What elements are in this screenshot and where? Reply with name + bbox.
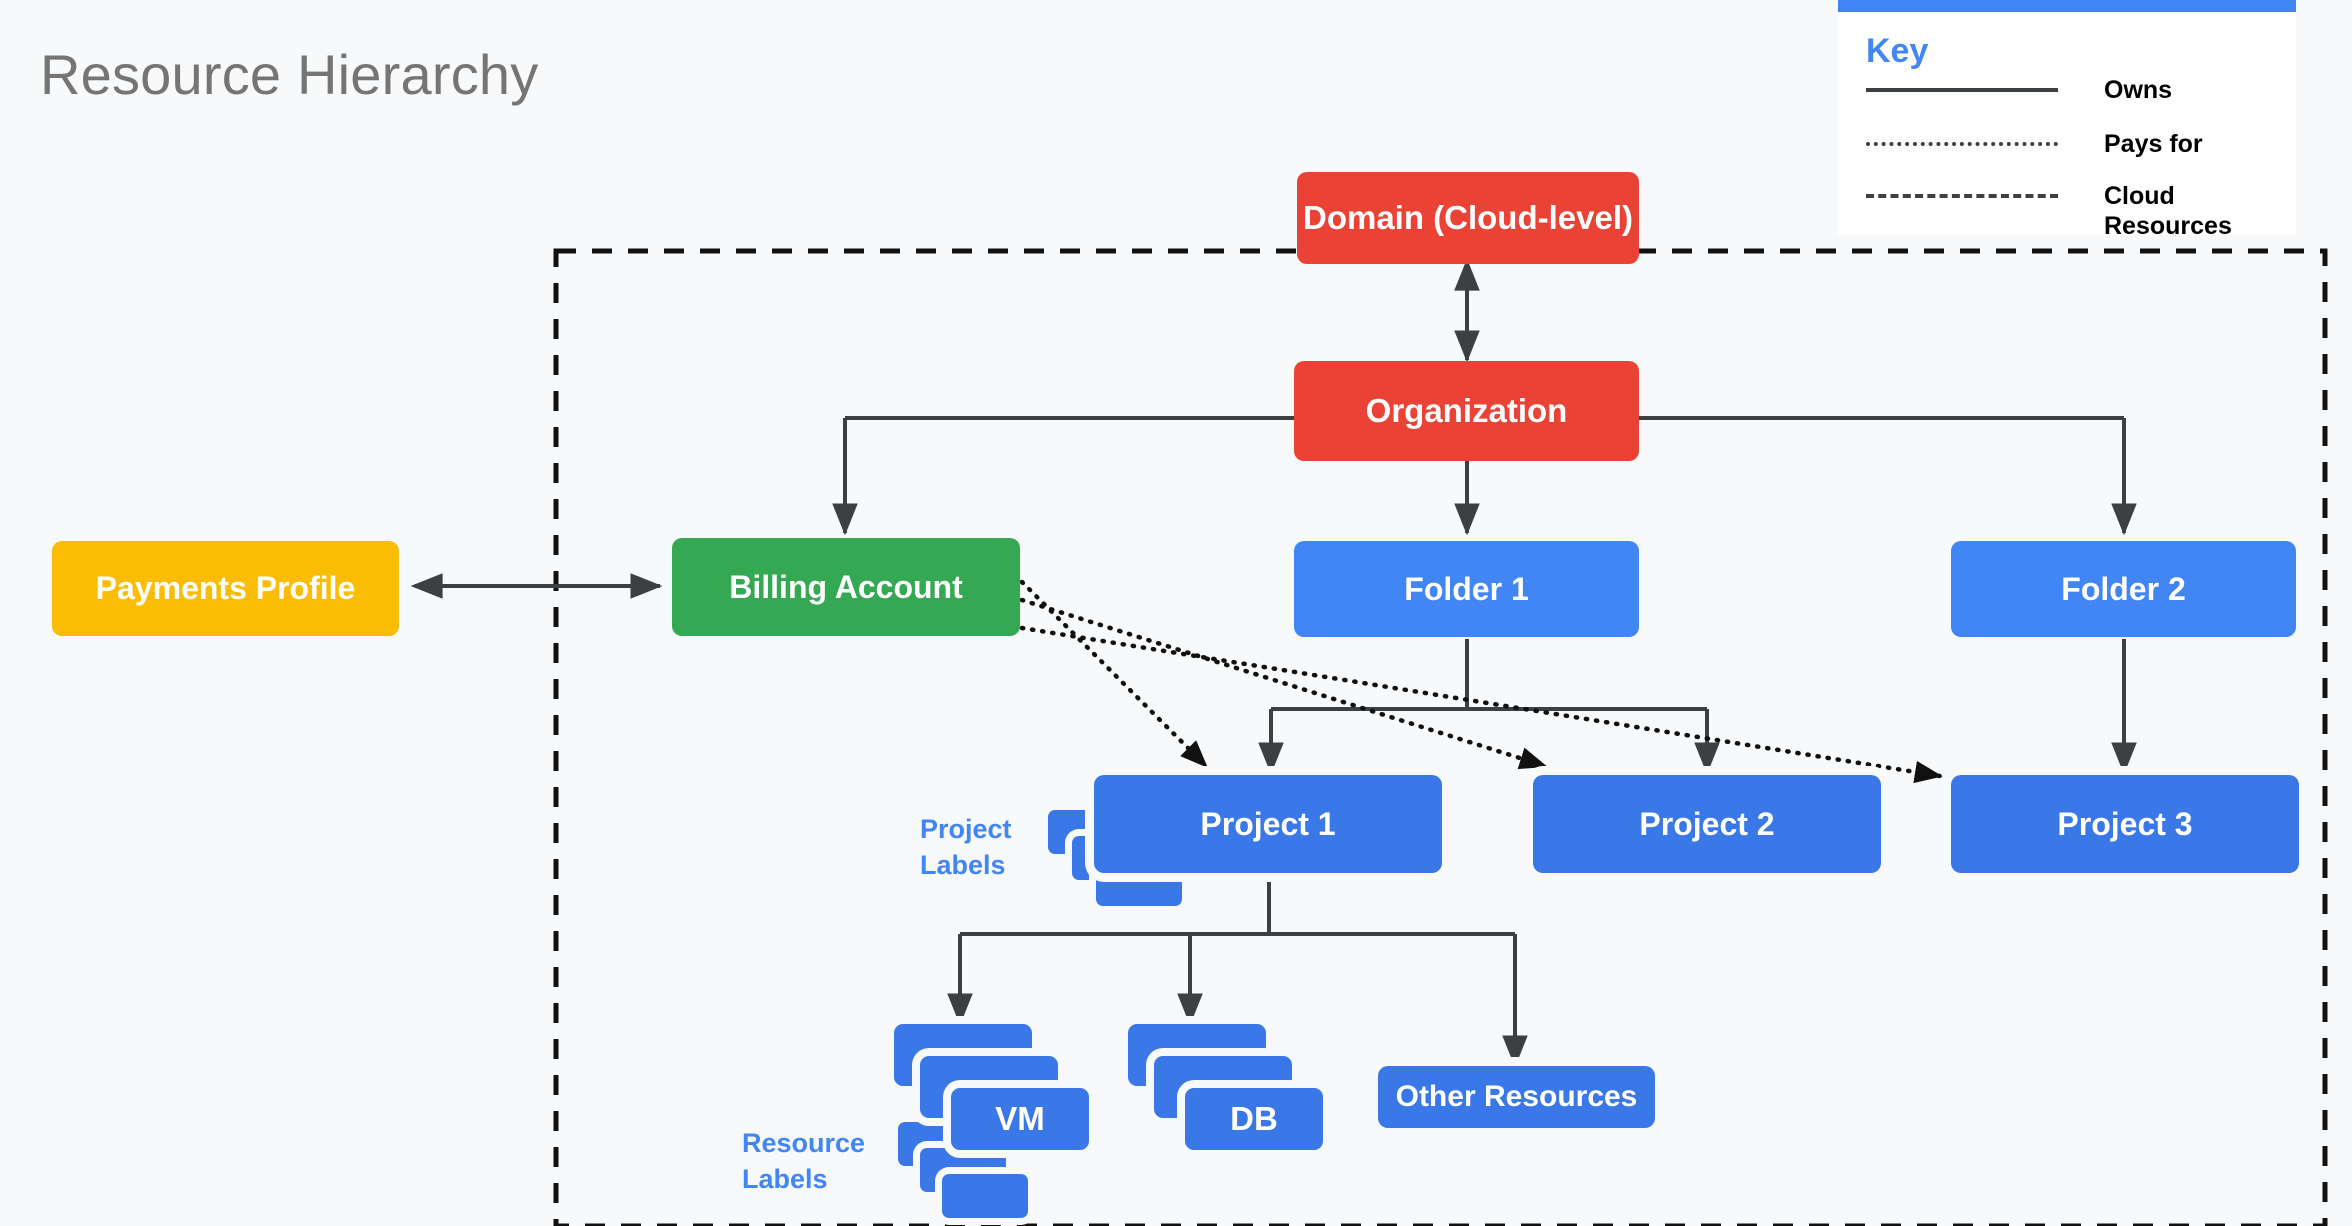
node-db[interactable]: DB [1185,1088,1323,1150]
key-accent-bar [1838,0,2296,12]
node-project-1-label: Project 1 [1200,805,1336,842]
node-project-2-label: Project 2 [1639,805,1775,842]
node-vm[interactable]: VM [951,1088,1089,1150]
node-payments-profile[interactable]: Payments Profile [52,541,399,636]
node-folder-1-label: Folder 1 [1404,570,1529,607]
node-vm-label: VM [995,1100,1045,1137]
key-title: Key [1866,32,1929,70]
key-panel: Key Owns Pays for Cloud Resources [1838,0,2296,240]
node-domain[interactable]: Domain (Cloud-level) [1297,172,1639,264]
node-folder-2[interactable]: Folder 2 [1951,541,2296,637]
node-billing-account-label: Billing Account [729,568,963,605]
key-sample-solid-line [1866,74,2058,108]
edge-billing-project1 [1019,579,1209,769]
resource-label-tag-3 [942,1174,1028,1218]
key-label-owns: Owns [2104,76,2173,104]
key-sample-dashed-line [1866,180,2058,214]
node-billing-account[interactable]: Billing Account [672,538,1020,636]
key-label-cloud-resources: Cloud Resources [2104,182,2232,240]
node-folder-1[interactable]: Folder 1 [1294,541,1639,637]
node-db-label: DB [1230,1100,1278,1137]
node-domain-label: Domain (Cloud-level) [1302,199,1634,237]
node-folder-2-label: Folder 2 [2061,570,2186,607]
key-row-cloud-resources: Cloud Resources [1866,180,2282,240]
node-other-resources-label: Other Resources [1395,1079,1638,1113]
node-project-2[interactable]: Project 2 [1533,775,1881,873]
node-other-resources[interactable]: Other Resources [1378,1066,1655,1128]
edge-billing-project2 [1019,597,1548,770]
node-project-3[interactable]: Project 3 [1951,775,2299,873]
edge-billing-project3 [1019,625,1943,784]
node-payments-profile-label: Payments Profile [95,570,356,607]
caption-project-labels: Project Labels [920,814,1012,880]
node-organization[interactable]: Organization [1294,361,1639,461]
key-row-owns: Owns [1866,74,2282,120]
page-title: Resource Hierarchy [40,43,539,106]
key-sample-dotted-line [1866,128,2058,162]
node-organization-label: Organization [1365,392,1568,430]
key-label-pays-for: Pays for [2104,130,2203,158]
node-project-3-label: Project 3 [2057,805,2193,842]
key-row-pays-for: Pays for [1866,128,2282,174]
caption-resource-labels: Resource Labels [742,1128,866,1194]
node-project-1[interactable]: Project 1 [1094,775,1442,873]
